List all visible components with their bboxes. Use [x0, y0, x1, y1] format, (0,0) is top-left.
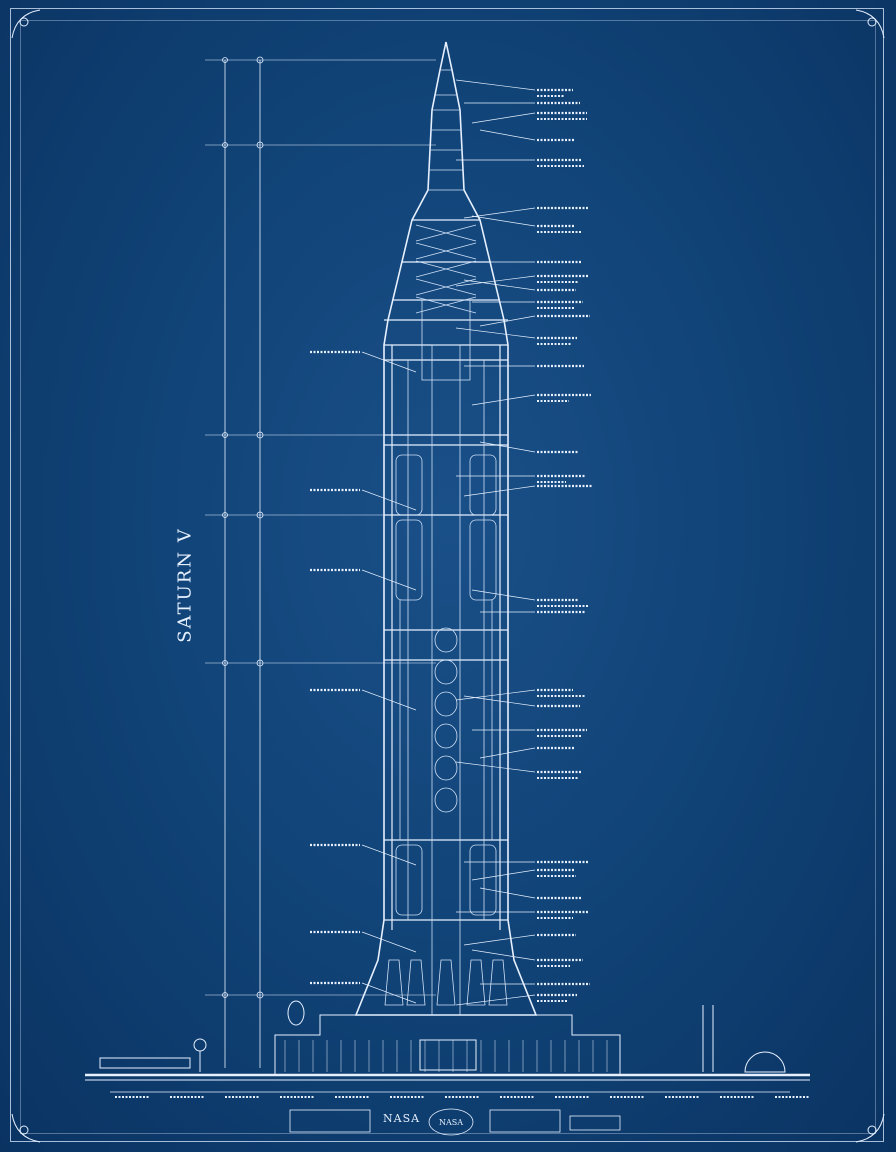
crawler-left [99, 1057, 191, 1069]
titleblock-box-left [289, 1109, 371, 1133]
right-leader-17 [463, 485, 536, 497]
core-module-704 [434, 691, 458, 717]
right-leader-24 [455, 761, 536, 773]
dome-right [744, 1051, 786, 1073]
right-leader-14 [471, 394, 536, 406]
right-leader-15 [479, 441, 536, 453]
engine-bell-4 [488, 959, 508, 1006]
left-leader-4 [361, 844, 417, 866]
left-leader-5 [361, 931, 417, 953]
drawing-inner-border [20, 20, 876, 1134]
core-module-640 [434, 627, 458, 653]
left-leader-3 [361, 689, 417, 711]
dimension-node-main-4 [222, 660, 228, 666]
corner-curl-1 [855, 9, 885, 39]
platform-door [419, 1039, 477, 1071]
right-leader-20 [455, 689, 536, 701]
right-leader-12 [455, 327, 536, 339]
truss-261 [415, 260, 477, 278]
dimension-node-main-0 [222, 57, 228, 63]
title-block [110, 1091, 810, 1136]
left-leader-0 [361, 351, 417, 373]
engine-bell-0 [384, 959, 404, 1006]
right-leader-0 [455, 79, 536, 91]
right-leader-21 [463, 695, 536, 707]
core-module-768 [434, 755, 458, 781]
dimension-node-main-3 [222, 512, 228, 518]
dimension-node-5 [256, 991, 264, 999]
right-leader-6 [471, 215, 536, 227]
launch-pad-and-ground [85, 1000, 810, 1081]
left-pod-2 [395, 844, 423, 916]
dimension-node-2 [256, 431, 264, 439]
dimension-lines [205, 56, 436, 1068]
core-module-672 [434, 659, 458, 685]
tank-left [193, 1038, 207, 1052]
corner-dot-3 [867, 1125, 877, 1135]
right-leader-32 [455, 994, 536, 1006]
left-leader-2 [361, 569, 417, 591]
right-leader-18 [471, 589, 536, 601]
right-leader-11 [479, 315, 536, 327]
callout-leaders [310, 79, 592, 1006]
corner-curl-2 [11, 1113, 41, 1143]
upper-core [421, 299, 471, 381]
corner-ornaments [11, 9, 885, 1143]
left-leader-6 [361, 982, 417, 1004]
right-leader-30 [471, 949, 536, 961]
dimension-node-4 [256, 659, 264, 667]
rocket-internals [384, 69, 508, 1016]
corner-dot-2 [19, 1125, 29, 1135]
right-leader-26 [471, 869, 536, 881]
seal-ellipse [428, 1108, 474, 1136]
left-pod-0 [395, 454, 423, 516]
dimension-node-3 [256, 511, 264, 519]
right-leader-27 [479, 887, 536, 899]
corner-dot-0 [19, 17, 29, 27]
truss-279 [415, 278, 477, 296]
engine-bell-1 [406, 959, 426, 1006]
tower-right [702, 1005, 714, 1072]
right-leader-3 [479, 129, 536, 141]
right-leader-8 [455, 275, 536, 287]
feed-lines [399, 360, 493, 920]
dimension-node-main-1 [222, 142, 228, 148]
dimension-node-main-2 [222, 432, 228, 438]
titleblock-box-right [489, 1109, 561, 1133]
right-leader-23 [479, 747, 536, 759]
corner-curl-0 [11, 9, 41, 39]
seal-label: NASA [438, 1118, 464, 1127]
title-block-label: NASA [383, 1112, 421, 1125]
left-pod-1 [395, 519, 423, 601]
truss-225 [415, 224, 477, 242]
inner-skin-lines [391, 345, 501, 930]
corner-curl-3 [855, 1113, 885, 1143]
right-leader-9 [463, 279, 536, 291]
left-leader-1 [361, 489, 417, 511]
vertical-title: SATURN V [174, 527, 196, 643]
dimension-node-1 [256, 141, 264, 149]
ornament-left [287, 1000, 305, 1026]
core-module-800 [434, 787, 458, 813]
titleblock-stamp [569, 1115, 621, 1131]
truss-243 [415, 242, 477, 260]
truss-297 [415, 296, 477, 314]
right-pod-2 [469, 844, 497, 916]
right-leader-29 [463, 934, 536, 946]
drawing-border [10, 8, 884, 1142]
right-leader-2 [471, 112, 536, 124]
engine-bell-2 [436, 959, 456, 1006]
right-pod-1 [469, 519, 497, 601]
engine-bell-3 [466, 959, 486, 1006]
rocket-silhouette [354, 41, 538, 1016]
rocket-outline [354, 41, 538, 1016]
core-module-736 [434, 723, 458, 749]
launch-platform [274, 1014, 621, 1076]
dimension-node-main-5 [222, 992, 228, 998]
dimension-node-0 [256, 56, 264, 64]
corner-dot-1 [867, 17, 877, 27]
right-pod-0 [469, 454, 497, 516]
